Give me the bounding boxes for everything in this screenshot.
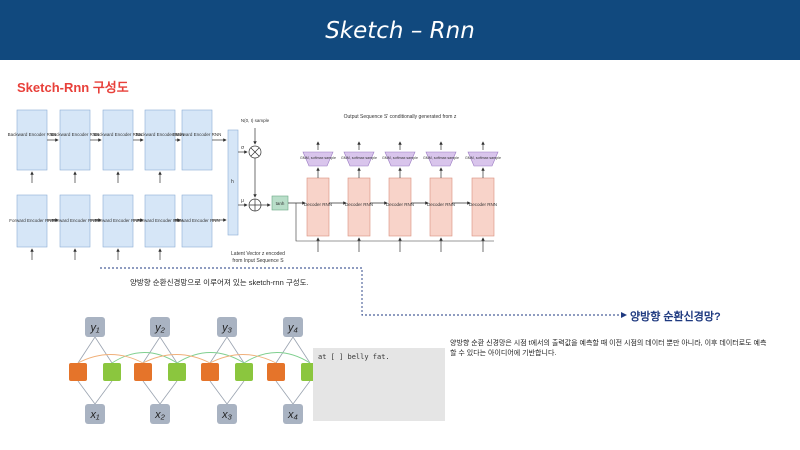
birnn-output-label: y₁ [90,322,101,334]
decoder-label: Decoder RNN [345,202,373,207]
latent-label-2: from Input Sequence S [232,258,284,264]
decoder-label: Decoder RNN [304,202,332,207]
birnn-forward-cell [103,363,121,381]
birnn-output-node [150,317,170,337]
birnn-output-node [217,317,237,337]
birnn-edge [159,336,178,364]
output-sequence-title: Output Sequence S' conditionally generat… [344,114,457,120]
birnn-edge [94,336,113,364]
birnn-edge [142,336,161,364]
forward-encoder-row [16,194,227,248]
birnn-forward-cell [235,363,253,381]
birnn-edge [226,380,245,405]
code-overlay-box [313,348,445,421]
birnn-forward-cell [168,363,186,381]
backward-encoder-label: Backward Encoder RNN [173,132,222,137]
birnn-input-label: x₁ [90,409,101,421]
gmm-label: GMM, softmax sample [341,156,377,160]
backward-encoder-row [16,109,227,171]
birnn-edge [209,380,228,405]
forward-encoder-label: Forward Encoder RNN [137,218,183,223]
birnn-input-label: x₂ [154,409,166,421]
backward-encoder-label: Backward Encoder RNN [136,132,185,137]
sigma-label: σ [241,145,245,151]
forward-encoder-label: Forward Encoder RNN [95,218,141,223]
birnn-backward-cell [267,363,285,381]
birnn-description: 양방향 순환 신경망은 시점 t에서의 출력값을 예측할 때 이전 시점의 데이… [450,340,767,357]
birnn-edge [94,380,113,405]
forward-encoder-label: Forward Encoder RNN [174,218,220,223]
backward-encoder-label: Backward Encoder RNN [94,132,143,137]
add-icon [249,199,261,211]
multiply-icon [250,147,260,157]
birnn-input-node [85,404,105,424]
connector-arrow-icon [621,312,627,318]
forward-recurrent-arc [176,352,245,364]
forward-recurrent-arc [111,352,178,364]
gmm-label: GMM, softmax sample [382,156,418,160]
birnn-input-label: x₄ [287,409,298,421]
noise-sample-label: N(0, I) sample [241,118,270,123]
backward-encoder-label: Backward Encoder RNN [51,132,100,137]
birnn-input-label: x₃ [221,409,233,421]
encoder-input-arrows [30,171,162,260]
section-heading: Sketch-Rnn 구성도 [17,80,129,95]
callout-connector [100,267,624,316]
backward-encoder-label: Backward Encoder RNN [8,132,57,137]
birnn-output-label: y₃ [221,322,233,334]
backward-recurrent-arc [142,354,211,364]
birnn-edge [292,380,311,405]
birnn-backward-cell [134,363,152,381]
birnn-edge [292,336,311,364]
mu-label: μ [241,198,244,204]
decoder-label: Decoder RNN [427,202,455,207]
gmm-label: GMM, softmax sample [465,156,501,160]
birnn-input-node [283,404,303,424]
birnn-backward-cell [201,363,219,381]
forward-recurrent-arc [243,352,311,364]
birnn-edge [275,336,294,364]
tanh-label: tanh [276,201,285,206]
forward-encoder-label: Forward Encoder RNN [9,218,55,223]
decoder-label: Decoder RNN [386,202,414,207]
birnn-output-label: y₂ [154,322,166,334]
hidden-concat-block [227,129,239,236]
code-overlay-text: at [ ] belly fat. [318,353,390,361]
birnn-backward-cell [69,363,87,381]
backward-recurrent-arc [77,354,144,364]
hidden-label: h [231,179,234,185]
birnn-edge [226,336,245,364]
birnn-edge [275,380,294,405]
slide-title: Sketch – Rnn [325,18,475,44]
gmm-label: GMM, softmax sample [423,156,459,160]
birnn-output-node [283,317,303,337]
title-bar [0,0,800,60]
birnn-input-node [150,404,170,424]
birnn-edge [159,380,178,405]
birnn-output-label: y₄ [287,322,298,334]
birnn-input-node [217,404,237,424]
birnn-edge [77,336,96,364]
birnn-edge [142,380,161,405]
birnn-edge [209,336,228,364]
backward-recurrent-arc [209,354,277,364]
forward-encoder-label: Forward Encoder RNN [52,218,98,223]
decoder-row [288,177,495,252]
birnn-callout: 양방향 순환신경망? [630,311,721,323]
gmm-label: GMM, softmax sample [300,156,336,160]
diagram-caption: 양방향 순환신경망으로 이루어져 있는 sketch-rnn 구성도. [130,278,309,287]
birnn-output-node [85,317,105,337]
gmm-sample-row [302,141,499,178]
decoder-label: Decoder RNN [469,202,497,207]
birnn-edge [77,380,96,405]
latent-label-1: Latent Vector z encoded [231,251,285,257]
